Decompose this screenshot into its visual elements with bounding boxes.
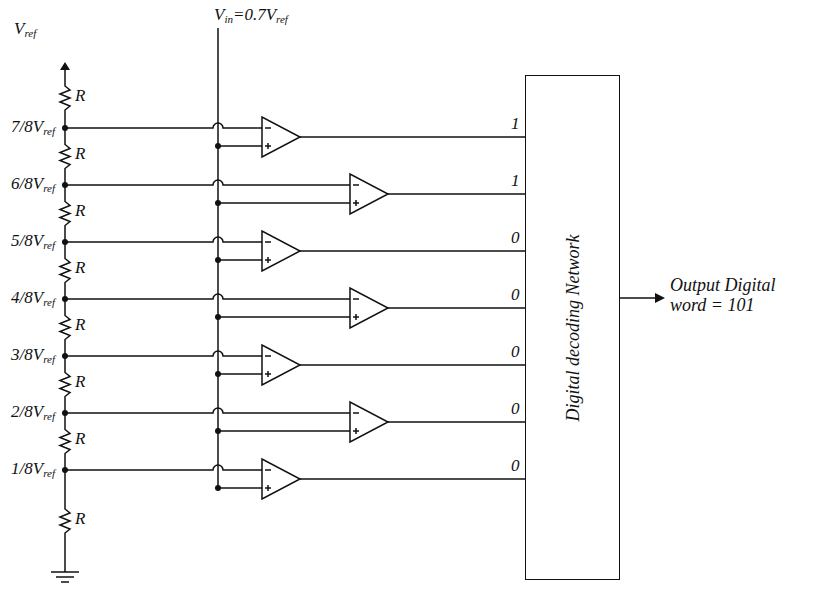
tap-wire (65, 465, 262, 470)
resistor-symbol (60, 413, 70, 470)
minus-sign (265, 241, 271, 243)
comparator-output (388, 421, 525, 423)
vin-wire (218, 202, 350, 204)
junction-dot (215, 314, 221, 320)
resistor-name: R (75, 373, 85, 392)
junction-dot (215, 485, 221, 491)
ground-symbol (56, 576, 74, 578)
voltage-level: 6/8Vref (11, 175, 55, 194)
output-bit: 1 (511, 115, 520, 134)
comparator-symbol (262, 345, 300, 385)
output-bit: 0 (511, 343, 520, 362)
comparator-output (388, 193, 525, 195)
comparator-symbol (262, 231, 300, 271)
voltage-level: 5/8Vref (11, 232, 55, 251)
output-word: Output Digital word = 101 (670, 276, 810, 316)
tap-wire (65, 237, 262, 242)
voltage-level: 7/8Vref (11, 118, 55, 137)
voltage-level: 1/8Vref (11, 460, 55, 479)
decoder-box: Digital decoding Network (525, 75, 620, 580)
junction-dot (215, 428, 221, 434)
junction-dot (62, 239, 68, 245)
resistor-name: R (75, 259, 85, 278)
junction-dot (62, 410, 68, 416)
vin-wire (218, 373, 262, 375)
resistor-symbol (60, 68, 70, 128)
tap-wire (65, 408, 350, 413)
voltage-level: 3/8Vref (11, 346, 55, 365)
plus-sign (267, 485, 269, 491)
comparator-symbol (350, 174, 388, 214)
plus-sign (267, 257, 269, 263)
comparator-output (300, 364, 525, 366)
plus-sign (267, 143, 269, 149)
resistor-name: R (75, 430, 85, 449)
plus-sign (355, 428, 357, 434)
resistor-symbol (60, 470, 70, 572)
plus-sign (355, 314, 357, 320)
voltage-level: 4/8Vref (11, 289, 55, 308)
output-bit: 0 (511, 229, 520, 248)
signal-name: Vin=0.7Vref (214, 6, 288, 25)
resistor-symbol (60, 242, 70, 299)
tap-wire (65, 294, 350, 299)
comparator-symbol (350, 288, 388, 328)
comparator-output (300, 136, 525, 138)
box-label: Digital decoding Network (562, 234, 583, 421)
resistor-name: R (75, 510, 85, 529)
minus-sign (265, 469, 271, 471)
plus-sign (355, 200, 357, 206)
vin-wire (218, 259, 262, 261)
vin-wire (218, 145, 262, 147)
tap-wire (65, 180, 350, 185)
tap-wire (65, 351, 262, 356)
junction-dot (62, 296, 68, 302)
resistor-symbol (60, 356, 70, 413)
vin-wire (218, 430, 350, 432)
comparator-output (300, 250, 525, 252)
junction-dot (215, 257, 221, 263)
ground-symbol (51, 571, 79, 573)
resistor-symbol (60, 185, 70, 242)
vin-wire (218, 487, 262, 489)
arrow-head (655, 293, 665, 303)
output-bit: 1 (511, 172, 520, 191)
minus-sign (265, 355, 271, 357)
minus-sign (265, 127, 271, 129)
junction-dot (62, 353, 68, 359)
tap-wire (65, 123, 262, 128)
junction-dot (215, 143, 221, 149)
comparator-output (388, 307, 525, 309)
minus-sign (353, 298, 359, 300)
minus-sign (353, 412, 359, 414)
voltage-level: 2/8Vref (11, 403, 55, 422)
minus-sign (353, 184, 359, 186)
output-bit: 0 (511, 457, 520, 476)
resistor-name: R (75, 145, 85, 164)
resistor-name: R (75, 87, 85, 106)
comparator-symbol (262, 117, 300, 157)
resistor-name: R (75, 316, 85, 335)
resistor-symbol (60, 128, 70, 185)
plus-sign (267, 371, 269, 377)
output-bit: 0 (511, 400, 520, 419)
resistor-name: R (75, 202, 85, 221)
junction-dot (62, 467, 68, 473)
output-arrow (620, 297, 655, 299)
comparator-symbol (350, 402, 388, 442)
junction-dot (62, 125, 68, 131)
signal-name: Vref (14, 20, 36, 39)
vin-wire (218, 316, 350, 318)
junction-dot (215, 200, 221, 206)
ground-symbol (61, 581, 69, 583)
comparator-symbol (262, 459, 300, 499)
junction-dot (62, 182, 68, 188)
output-bit: 0 (511, 286, 520, 305)
comparator-output (300, 478, 525, 480)
junction-dot (215, 371, 221, 377)
resistor-symbol (60, 299, 70, 356)
